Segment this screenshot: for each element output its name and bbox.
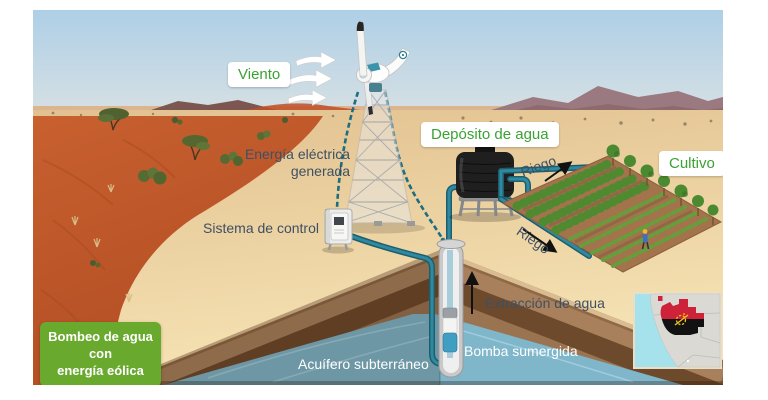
well-riser bbox=[447, 250, 453, 358]
viento-label: Viento bbox=[228, 62, 291, 87]
energia-line2: generada bbox=[290, 163, 350, 180]
riego-bottom-arrow bbox=[522, 228, 558, 253]
red-dune bbox=[243, 103, 368, 111]
yaw-unit bbox=[369, 83, 382, 92]
bomba-label: Bomba sumergida bbox=[464, 343, 578, 359]
distant-scrub bbox=[51, 110, 713, 126]
water-tank bbox=[449, 145, 521, 222]
well bbox=[436, 239, 466, 378]
shrubs bbox=[71, 108, 288, 303]
cables-and-pipes bbox=[335, 91, 466, 368]
control-to-pump-line bbox=[349, 234, 448, 367]
diagram-scene: Viento Energía eléctrica generada Depósi… bbox=[33, 10, 723, 385]
angola-map-inset bbox=[633, 292, 722, 369]
title-line1: Bombeo de agua bbox=[48, 329, 153, 344]
title-line3: energía eólica bbox=[57, 362, 144, 378]
aquifer bbox=[163, 314, 683, 385]
riego-top-arrow bbox=[544, 161, 573, 182]
crop-field bbox=[501, 144, 723, 273]
wind-turbine bbox=[333, 21, 425, 234]
tower-cable bbox=[335, 91, 360, 209]
extraccion-label: Extracción de agua bbox=[485, 295, 605, 311]
farmer-figure bbox=[641, 229, 650, 250]
riser-pipe bbox=[447, 185, 465, 248]
title-line2: con bbox=[88, 345, 113, 361]
red-sand bbox=[33, 116, 323, 385]
title-card: Bombeo de agua con energía eólica bbox=[40, 322, 161, 385]
control-box bbox=[322, 208, 354, 254]
nacelle-and-rotor bbox=[356, 21, 411, 115]
sistema-label: Sistema de control bbox=[203, 220, 319, 236]
illustration-svg bbox=[33, 10, 723, 385]
energia-label: Energía eléctrica generada bbox=[232, 146, 350, 180]
tree-row bbox=[606, 144, 719, 225]
energia-line1: Energía eléctrica bbox=[244, 146, 350, 162]
cultivo-label: Cultivo bbox=[659, 151, 723, 176]
angola-emblem bbox=[674, 313, 689, 326]
deposito-label: Depósito de agua bbox=[421, 122, 559, 147]
submersible-pump bbox=[442, 307, 458, 353]
acuifero-label: Acuífero subterráneo bbox=[298, 356, 429, 372]
grass-tufts bbox=[71, 184, 133, 303]
annotation-arrows bbox=[465, 161, 573, 314]
